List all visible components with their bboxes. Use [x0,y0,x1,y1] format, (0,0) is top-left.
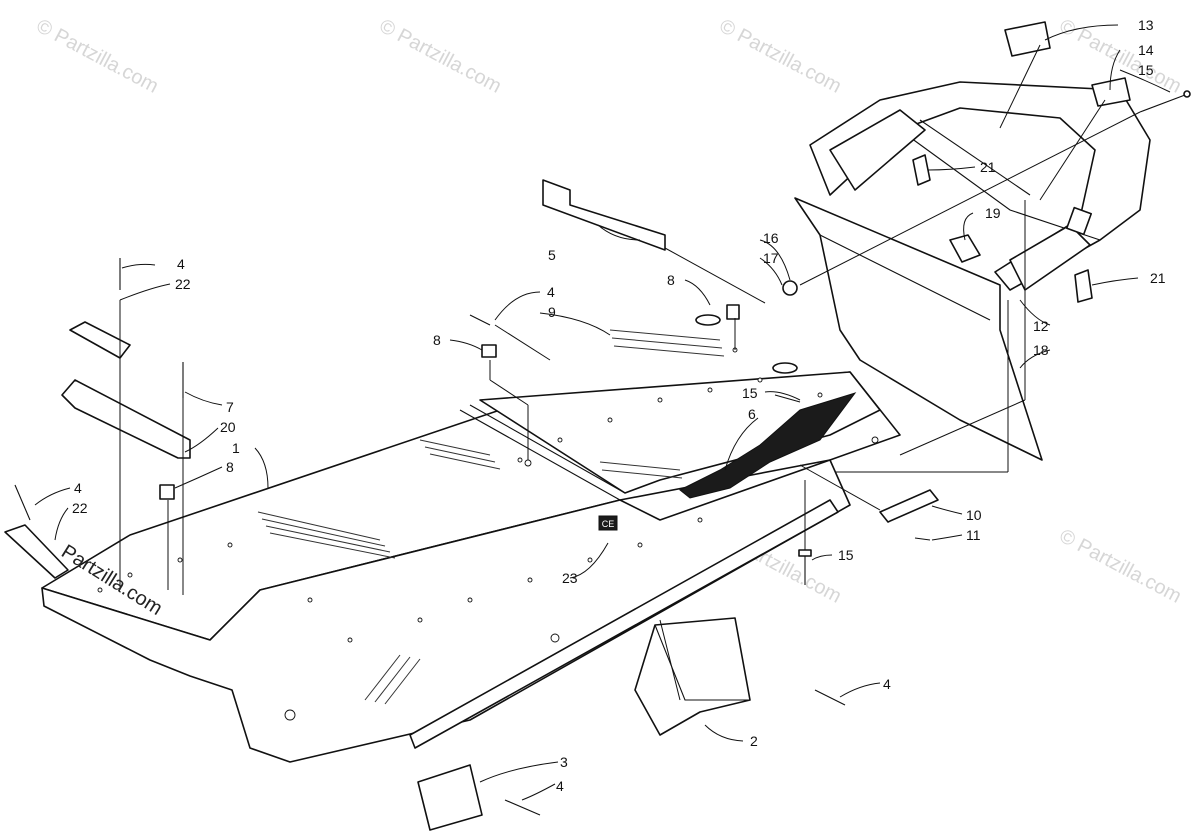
callout-3: 3 [560,754,568,770]
callout-11: 11 [966,527,981,543]
part-14-decal [1091,77,1131,107]
rear-bumper [809,81,1151,291]
callout-21: 21 [1150,270,1166,286]
callout-7: 7 [226,399,234,415]
ce-text: CE [602,519,615,529]
callout-23: 23 [562,570,578,586]
callout-21: 21 [980,159,996,175]
part-13-decal [1004,21,1051,57]
watermark: © Partzilla.com [33,15,162,98]
callout-4: 4 [556,778,564,794]
snow-flap [794,197,1043,461]
callout-12: 12 [1033,318,1049,334]
part-21-clip [1074,269,1093,303]
callout-13: 13 [1138,17,1154,33]
callout-1: 1 [232,440,240,456]
decal-6 [679,392,857,499]
callout-labels: 1 2 3 4 4 4 4 4 5 6 7 8 8 8 9 10 11 12 1… [72,17,1166,794]
leader-lines [34,24,1171,801]
part-5-strip [542,179,666,251]
callout-15: 15 [1138,62,1154,78]
callout-15: 15 [742,385,758,401]
callout-22: 22 [72,500,88,516]
callout-9: 9 [548,304,556,320]
callout-10: 10 [966,507,982,523]
callout-8: 8 [433,332,441,348]
part-8-plug [481,344,497,358]
part-16-washer [782,280,798,296]
callout-4: 4 [177,256,185,272]
callout-4: 4 [883,676,891,692]
callout-16: 16 [763,230,779,246]
watermark: © Partzilla.com [1056,525,1185,608]
ce-label [598,515,618,531]
watermark: © Partzilla.com [716,15,845,98]
part-3-plate [417,764,483,831]
tunnel-assembly: CE [41,314,901,763]
part-21-clip [912,154,931,186]
part-22-bracket [4,524,69,579]
callout-15: 15 [838,547,854,563]
part-10-reflector [879,489,939,523]
part-8-plug [159,484,175,500]
callout-8: 8 [667,272,675,288]
rivet-holes [97,347,879,721]
part-22-bracket [69,321,131,359]
part-19-nut [949,234,981,263]
callout-20: 20 [220,419,236,435]
part-8-plug [726,304,740,320]
watermark: © Partzilla.com [376,15,505,98]
deck-hatching [257,329,725,705]
callout-5: 5 [548,247,556,263]
callout-18: 18 [1033,342,1049,358]
callout-14: 14 [1138,42,1154,58]
callout-19: 19 [985,205,1001,221]
callout-4: 4 [547,284,555,300]
callout-17: 17 [763,250,779,266]
callout-8: 8 [226,459,234,475]
callout-4: 4 [74,480,82,496]
part-2-bracket [634,617,751,736]
part-20-bracket [61,379,191,459]
callout-22: 22 [175,276,191,292]
callout-6: 6 [748,406,756,422]
callout-2: 2 [750,733,758,749]
